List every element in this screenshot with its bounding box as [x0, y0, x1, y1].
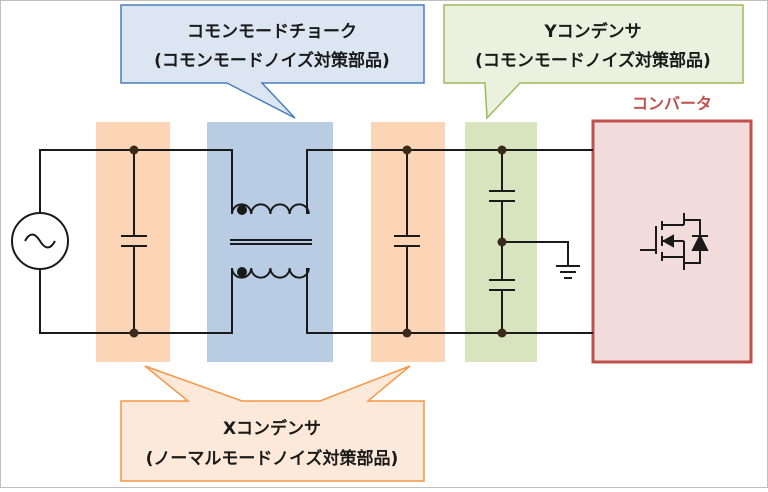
choke-bottom-winding	[231, 267, 310, 287]
choke-top-winding	[231, 196, 310, 215]
callout-common-mode-choke	[120, 4, 425, 119]
x-cap-left-plates	[121, 235, 147, 247]
junction-nodes	[129, 145, 507, 338]
callout-choke-subtitle: (コモンモードノイズ対策部品)	[154, 50, 390, 71]
callout-choke-title: コモンモードチョーク	[187, 22, 357, 42]
node-y-bottom	[497, 328, 507, 338]
callout-x-capacitor	[120, 365, 425, 482]
choke-core	[230, 239, 312, 245]
node-y-top	[497, 145, 507, 155]
callout-x-cap-subtitle: (ノーマルモードノイズ対策部品)	[146, 448, 399, 469]
node-y-mid	[497, 237, 507, 247]
node-x-left-top	[129, 145, 139, 155]
choke-dot-top	[237, 205, 247, 215]
ground-icon	[556, 265, 580, 279]
node-x-right-bottom	[402, 328, 412, 338]
y-cap-ground-wire	[502, 241, 569, 266]
callout-y-cap-title: Yコンデンサ	[543, 21, 641, 42]
common-mode-choke-zone	[207, 122, 333, 362]
ac-source-icon	[11, 212, 69, 270]
mosfet-icon	[640, 213, 709, 270]
node-x-left-bottom	[129, 328, 139, 338]
x-cap-right-plates	[394, 235, 420, 247]
node-x-right-top	[402, 145, 412, 155]
choke-dot-bottom	[237, 267, 247, 277]
converter-label: コンバータ	[632, 94, 712, 113]
callout-y-capacitor	[443, 4, 744, 120]
callout-x-cap-title: Xコンデンサ	[223, 418, 321, 439]
y-cap-plates	[489, 190, 515, 291]
callout-y-cap-subtitle: (コモンモードノイズ対策部品)	[475, 50, 711, 71]
